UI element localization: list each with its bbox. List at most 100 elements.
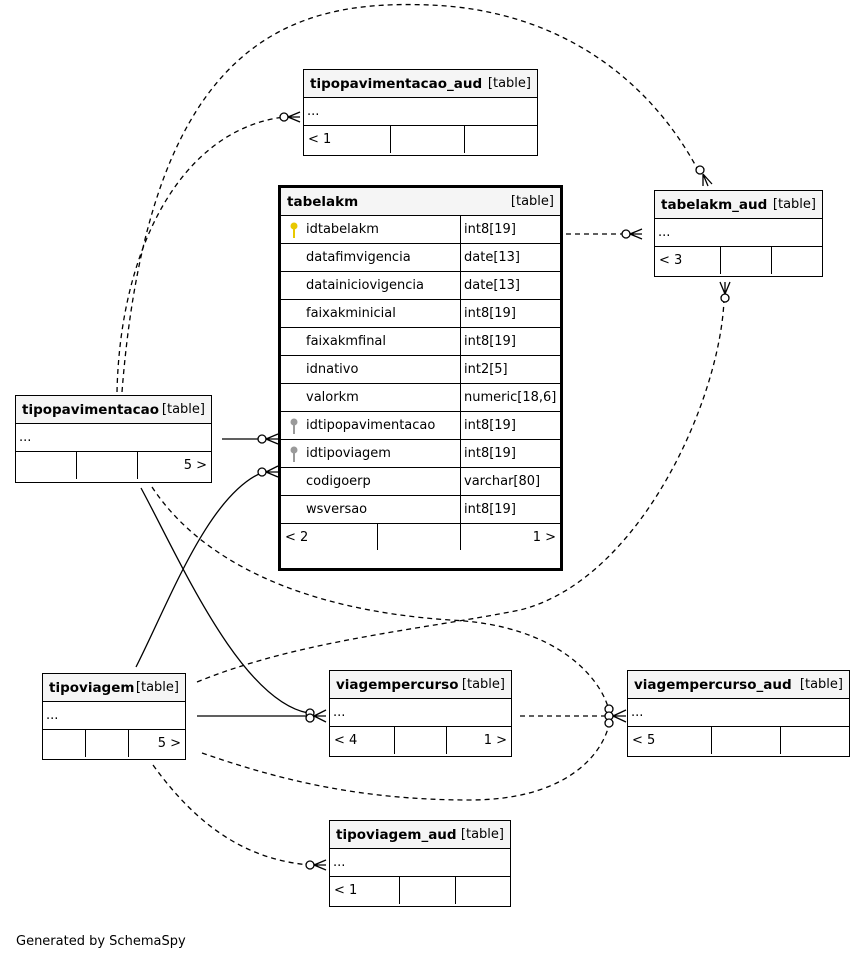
rows-count: [86, 730, 129, 757]
column-name-cell: idtipoviagem: [281, 440, 461, 467]
crowfoot-tabelakm-aud-top: [695, 165, 713, 187]
column-name: valorkm: [306, 390, 359, 405]
rows-count: [400, 877, 456, 904]
parents-count: < 1: [304, 126, 391, 153]
table-name: tabelakm: [287, 193, 359, 210]
column-row[interactable]: idtabelakm int8[19]: [281, 216, 560, 244]
column-name-cell: codigoerp: [281, 468, 461, 495]
rows-count: [712, 727, 781, 754]
column-name-cell: datafimvigencia: [281, 244, 461, 271]
column-name-cell: wsversao: [281, 496, 461, 523]
column-type: int8[19]: [464, 222, 516, 237]
column-name: idtipopavimentacao: [306, 418, 436, 433]
parents-count: < 4: [330, 727, 395, 754]
crowfoot-viagempercurso: [305, 708, 327, 723]
children-count: [781, 727, 849, 754]
children-count: [465, 126, 537, 153]
edge-tipoviagem-tabelakm: [135, 470, 267, 668]
table-name: tipopavimentacao: [22, 401, 160, 418]
column-name: codigoerp: [306, 474, 371, 489]
column-type: varchar[80]: [464, 474, 541, 489]
table-type: [table]: [772, 197, 816, 212]
columns-ellipsis: ...: [16, 424, 211, 452]
column-name-cell: faixakmfinal: [281, 328, 461, 355]
children-count: 1 >: [532, 529, 556, 545]
table-name: viagempercurso: [336, 676, 459, 693]
column-row[interactable]: faixakminicial int8[19]: [281, 300, 560, 328]
primary-key-icon: [290, 222, 298, 238]
column-name: idtabelakm: [306, 222, 379, 237]
column-row[interactable]: datafimvigencia date[13]: [281, 244, 560, 272]
edge-tipopavimentacao-audit: [116, 116, 285, 393]
column-name: datainiciovigencia: [306, 278, 424, 293]
generated-by-footer: Generated by SchemaSpy: [16, 934, 186, 949]
column-name-cell: datainiciovigencia: [281, 272, 461, 299]
crowfoot-viagempercurso-aud: [604, 704, 627, 728]
column-name-cell: idnativo: [281, 356, 461, 383]
parents-count: [43, 730, 86, 757]
table-tabelakm[interactable]: tabelakm [table] idtabelakm int8[19] datafi…: [278, 185, 563, 571]
column-type: int8[19]: [464, 502, 516, 517]
children-count: 1 >: [483, 733, 507, 748]
column-name: faixakminicial: [306, 306, 396, 321]
column-name-cell: valorkm: [281, 384, 461, 411]
parents-count: < 3: [655, 247, 721, 274]
column-name-cell: idtabelakm: [281, 216, 461, 243]
columns-ellipsis: ...: [304, 98, 537, 126]
children-count: 5 >: [157, 736, 181, 751]
column-name-cell: faixakminicial: [281, 300, 461, 327]
children-count: 5 >: [183, 458, 207, 473]
parents-count: < 1: [330, 877, 400, 904]
crowfoot-tabelakm-aud-left: [621, 228, 643, 240]
columns-ellipsis: ...: [628, 699, 849, 727]
table-tipopavimentacao[interactable]: tipopavimentacao[table] ... 5 >: [15, 395, 212, 483]
table-tabelakm-aud[interactable]: tabelakm_aud [table] ... < 3: [654, 190, 823, 277]
column-row[interactable]: idnativo int2[5]: [281, 356, 560, 384]
column-type: int8[19]: [464, 306, 516, 321]
columns-ellipsis: ...: [655, 219, 822, 247]
table-type: [table]: [510, 194, 554, 209]
table-type: [table]: [135, 680, 179, 695]
crowfoot-tabelakm-pav: [257, 433, 279, 445]
column-type: date[13]: [464, 250, 520, 265]
table-viagempercurso-aud[interactable]: viagempercurso_aud[table] ... < 5: [627, 670, 850, 757]
foreign-key-icon: [290, 446, 298, 462]
column-name: wsversao: [306, 502, 368, 517]
column-type: int8[19]: [464, 334, 516, 349]
rows-count: [395, 727, 447, 754]
table-name: tipoviagem_aud: [336, 826, 457, 843]
foreign-key-icon: [290, 418, 298, 434]
table-type: [table]: [460, 827, 504, 842]
table-name: tabelakm_aud: [661, 196, 768, 213]
table-name: tipopavimentacao_aud: [310, 75, 483, 92]
columns-ellipsis: ...: [43, 702, 185, 730]
parents-count: < 2: [281, 524, 378, 550]
columns-ellipsis: ...: [330, 849, 510, 877]
crowfoot-tabelakm-aud-bottom: [719, 281, 731, 303]
table-tipoviagem[interactable]: tipoviagem[table] ... 5 >: [42, 673, 186, 760]
column-row[interactable]: valorkm numeric[18,6]: [281, 384, 560, 412]
table-type: [table]: [161, 402, 205, 417]
column-row[interactable]: idtipopavimentacao int8[19]: [281, 412, 560, 440]
column-type: int8[19]: [464, 418, 516, 433]
column-list: idtabelakm int8[19] datafimvigencia date[13…: [281, 216, 560, 524]
columns-ellipsis: ...: [330, 699, 511, 727]
rows-count: [721, 247, 772, 274]
rows-count: [378, 524, 461, 550]
children-count: [772, 247, 822, 274]
table-tipopavimentacao-aud[interactable]: tipopavimentacao_aud[table] ... < 1: [303, 69, 538, 156]
crowfoot-tipoviagem-aud: [305, 859, 327, 871]
column-name: idnativo: [306, 362, 359, 377]
column-row[interactable]: codigoerp varchar[80]: [281, 468, 560, 496]
parents-count: < 5: [628, 727, 712, 754]
column-name: datafimvigencia: [306, 250, 411, 265]
column-row[interactable]: wsversao int8[19]: [281, 496, 560, 524]
table-tipoviagem-aud[interactable]: tipoviagem_aud[table] ... < 1: [329, 820, 511, 907]
column-type: numeric[18,6]: [464, 390, 557, 405]
column-type: int2[5]: [464, 362, 508, 377]
crowfoot-tipopavimentacao-aud: [279, 111, 301, 123]
